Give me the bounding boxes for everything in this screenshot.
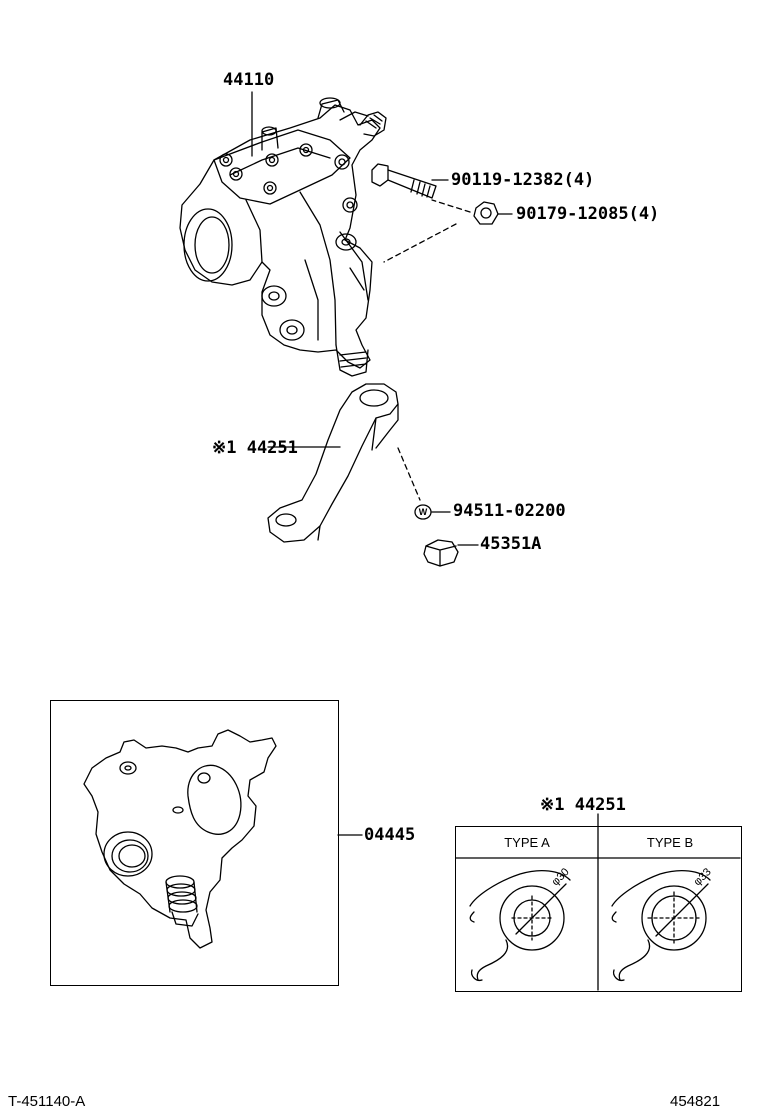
steering-gear-housing-drawing [179, 97, 387, 377]
part-number-gasket-kit: 04445 [364, 825, 416, 845]
part-number-pitman-arm: ※1 44251 [212, 438, 298, 458]
flange-nut-drawing [473, 201, 499, 225]
part-number-washer: 94511-02200 [453, 501, 566, 521]
dashed-line-pitman [397, 447, 421, 501]
variant-ref-label: ※1 44251 [540, 795, 626, 815]
washer-mark-letter: W [418, 507, 428, 517]
footer-right-code: 454821 [670, 1093, 721, 1110]
nut-drawing [423, 539, 459, 567]
footer-left-code: T-451140-A [8, 1093, 86, 1110]
type-b-arm-sketch [611, 869, 711, 982]
bolt-drawing [371, 163, 437, 199]
gasket-kit-box [50, 700, 339, 986]
gasket-kit-drawing [83, 729, 277, 949]
variant-table [455, 826, 742, 992]
lock-washer-drawing [414, 504, 432, 520]
variant-type-a-header: TYPE A [504, 835, 550, 850]
part-number-flange-nut: 90179-12085(4) [516, 204, 660, 224]
dashed-line-nut [431, 199, 471, 213]
type-a-arm-sketch [469, 869, 571, 982]
part-number-44110: 44110 [223, 70, 275, 90]
pitman-arm-drawing [267, 383, 399, 543]
part-number-bolt: 90119-12382(4) [451, 170, 595, 190]
variant-type-b-header: TYPE B [646, 835, 694, 850]
part-number-nut: 45351A [480, 534, 542, 554]
dashed-line-bolt-hole [383, 223, 457, 263]
